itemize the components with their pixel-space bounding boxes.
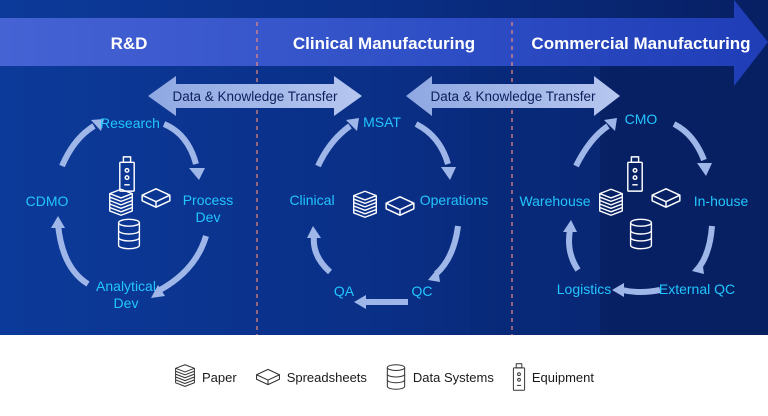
cycle-arrow: [433, 225, 461, 277]
transfer-label: Data & Knowledge Transfer: [430, 89, 596, 104]
transfer-arrow-clinical-commercial: Data & Knowledge Transfer: [406, 76, 620, 116]
cycle-rnd: Research Process Dev Analytical Dev CDMO: [26, 115, 234, 311]
node-analytical-dev: Analytical: [96, 278, 156, 294]
spreadsheet-icon: [255, 367, 281, 387]
node-clinical: Clinical: [289, 192, 334, 208]
node-qa: QA: [334, 283, 355, 299]
node-cmo: CMO: [625, 111, 658, 127]
legend-label: Spreadsheets: [286, 369, 367, 385]
legend-item-data-systems: Data Systems: [385, 364, 494, 390]
legend-label: Equipment: [531, 369, 594, 385]
node-in-house: In-house: [694, 193, 749, 209]
node-cdmo: CDMO: [26, 193, 69, 209]
cycle-arrow: [310, 235, 333, 275]
node-qc: QC: [412, 283, 433, 299]
cycle-arrow: [672, 121, 707, 162]
cycle-arrow: [414, 121, 451, 165]
node-process-dev-line2: Dev: [196, 209, 221, 225]
stage-title-clinical: Clinical Manufacturing: [293, 34, 475, 53]
legend-item-paper: Paper: [174, 364, 237, 390]
paper-stack-icon: [174, 364, 196, 390]
transfer-arrow-rnd-clinical: Data & Knowledge Transfer: [148, 76, 362, 116]
cycle-arrow: [315, 123, 352, 168]
equipment-icon: [512, 363, 526, 391]
node-msat: MSAT: [363, 114, 401, 130]
legend-item-equipment: Equipment: [512, 363, 594, 391]
cycle-arrow: [566, 229, 581, 272]
legend: Paper Spreadsheets Data Systems Equipmen…: [0, 352, 768, 402]
node-operations: Operations: [420, 192, 488, 208]
cycle-arrow: [162, 121, 199, 165]
legend-label: Data Systems: [412, 369, 494, 385]
workflow-diagram: R&D Clinical Manufacturing Commercial Ma…: [0, 0, 768, 335]
cycle-arrow: [59, 123, 96, 168]
legend-item-spreadsheets: Spreadsheets: [255, 367, 367, 387]
cycle-arrow: [573, 123, 610, 168]
transfer-label: Data & Knowledge Transfer: [172, 89, 338, 104]
cycle-arrow: [621, 287, 661, 295]
node-research: Research: [100, 115, 160, 131]
node-analytical-dev-line2: Dev: [114, 295, 139, 311]
node-warehouse: Warehouse: [519, 193, 590, 209]
cycle-clinical: MSAT Operations QC QA Clinical: [289, 114, 488, 309]
cycle-commercial: CMO In-house External QC Logistics Wareh…: [519, 111, 748, 297]
node-logistics: Logistics: [557, 281, 611, 297]
stage-title-rnd: R&D: [111, 34, 148, 53]
node-external-qc: External QC: [659, 281, 735, 297]
node-process-dev: Process: [183, 192, 234, 208]
cycle-arrow: [158, 235, 209, 293]
legend-label: Paper: [201, 369, 237, 385]
cycle-arrow: [55, 223, 90, 287]
stage-banner-arrow: [0, 0, 768, 86]
stage-title-commercial: Commercial Manufacturing: [531, 34, 750, 53]
database-icon: [385, 364, 407, 390]
